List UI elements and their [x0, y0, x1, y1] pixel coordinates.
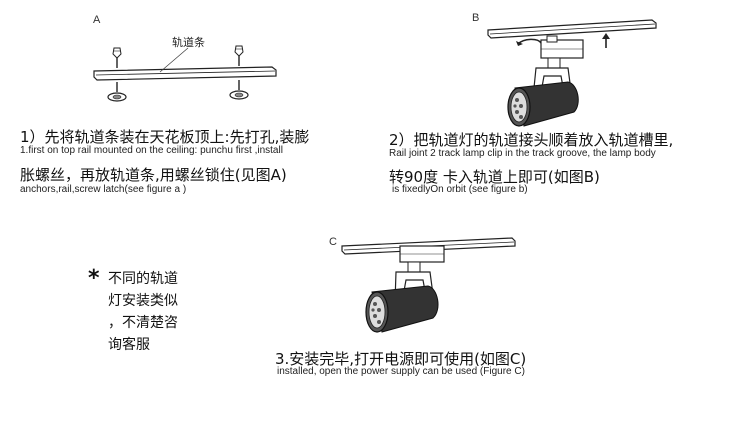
anchor-icon: [107, 82, 127, 102]
figure-a-letter: A: [93, 14, 101, 26]
lamp-body: [365, 285, 439, 333]
lamp-body: [507, 81, 579, 127]
up-arrow-icon: [602, 33, 610, 48]
step-3-cn: 3.安装完毕,打开电源即可使用(如图C): [275, 350, 527, 368]
step-1-en-line-2: anchors,rail,screw latch(see figure a ): [20, 184, 187, 195]
track-adapter: [399, 245, 445, 273]
figure-b-drawing: [487, 19, 657, 127]
note-star-icon: *: [88, 266, 100, 291]
rail-label-leader: [159, 47, 189, 73]
note-line-2: 灯安装类似: [108, 293, 178, 309]
step-2-cn-line-2: 转90度 卡入轨道上即可(如图B): [389, 168, 600, 186]
step-3-en: installed, open the power supply can be …: [277, 366, 525, 377]
step-2-cn-line-1: 2）把轨道灯的轨道接头顺着放入轨道槽里,: [389, 131, 674, 149]
screw-icon: [112, 47, 122, 68]
rail-label: 轨道条: [172, 36, 205, 49]
step-1-en-line-1: 1.first on top rail mounted on the ceili…: [20, 145, 283, 156]
note-line-1: 不同的轨道: [108, 271, 178, 287]
screw-icon: [234, 45, 244, 66]
figure-c-drawing: [341, 237, 516, 333]
step-1-cn-line-1: 1）先将轨道条装在天花板顶上:先打孔,装膨: [20, 128, 310, 146]
step-2-en-line-2: is fixedlyOn orbit (see figure b): [392, 184, 528, 195]
figure-c-letter: C: [329, 236, 337, 248]
step-1-cn-line-2: 胀螺丝，再放轨道条,用螺丝锁住(见图A): [20, 166, 287, 184]
anchor-icon: [229, 80, 249, 100]
figure-b-letter: B: [472, 12, 480, 24]
rotate-arrow-icon: [516, 38, 542, 46]
step-2-en-line-1: Rail joint 2 track lamp clip in the trac…: [389, 148, 656, 159]
track-adapter: [540, 35, 584, 69]
figure-a-drawing: [93, 45, 277, 102]
note-line-4: 询客服: [108, 337, 150, 353]
note-line-3: ，不清楚咨: [108, 315, 178, 331]
